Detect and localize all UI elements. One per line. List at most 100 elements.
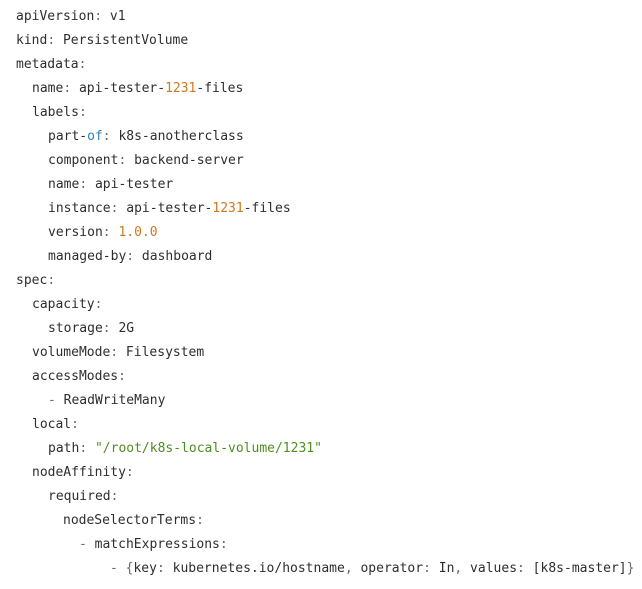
yaml-colon: : [79,177,88,192]
code-line: spec: [16,269,642,293]
yaml-colon: : [71,417,79,432]
code-line: accessModes: [16,365,642,389]
yaml-key: component [48,153,119,168]
yaml-key: nodeSelectorTerms [63,513,197,528]
code-line: local: [16,413,642,437]
yaml-key: version [48,225,103,240]
code-line: version: 1.0.0 [16,221,642,245]
yaml-key: kind [16,33,48,48]
yaml-colon: : [78,57,87,72]
yaml-key: matchExpressions [86,537,220,552]
code-line: name: api-tester-1231-files [16,77,642,101]
yaml-value: PersistentVolume [55,33,189,48]
yaml-key: required [48,489,111,504]
code-line: path: "/root/k8s-local-volume/1231" [16,437,642,461]
yaml-value [87,441,95,456]
yaml-value: api-tester- [71,81,166,96]
code-line: capacity: [16,293,642,317]
code-line: managed-by: dashboard [16,245,642,269]
yaml-value: api-tester [87,177,174,192]
yaml-colon: : [63,81,72,96]
code-line: volumeMode: Filesystem [16,341,642,365]
yaml-number: 1231 [212,201,244,216]
yaml-brace-open: { [117,561,134,576]
yaml-keyword: of [87,129,103,144]
code-line: labels: [16,101,642,125]
yaml-colon: : [94,297,103,312]
yaml-colon: : [102,129,111,144]
yaml-value: 2G [110,321,135,336]
yaml-key: storage [48,321,103,336]
yaml-key: operator [352,561,424,576]
yaml-key: part- [48,129,88,144]
yaml-colon: : [423,561,431,576]
code-line: name: api-tester [16,173,642,197]
yaml-colon: : [79,441,88,456]
code-line: - matchExpressions: [16,533,642,557]
yaml-key: spec [16,273,48,288]
yaml-key: name [48,177,80,192]
yaml-colon: : [156,561,165,576]
code-line: metadata: [16,53,642,77]
yaml-key: path [48,441,80,456]
yaml-value: ReadWriteMany [55,393,166,408]
yaml-number: 1231 [165,81,197,96]
yaml-colon: : [517,561,525,576]
yaml-key: managed-by [48,249,127,264]
yaml-dash: - [79,537,87,552]
yaml-number: 1.0.0 [118,225,158,240]
yaml-colon: : [196,513,204,528]
code-line: component: backend-server [16,149,642,173]
yaml-colon: : [78,105,87,120]
yaml-value: Filesystem [118,345,205,360]
yaml-value: In [430,561,455,576]
yaml-brace-close: } [626,561,635,576]
yaml-colon: : [47,273,56,288]
yaml-value: kubernetes.io/hostname [164,561,345,576]
yaml-comma: , [344,561,353,576]
code-line: instance: api-tester-1231-files [16,197,642,221]
yaml-dash: - [48,393,56,408]
yaml-colon: : [110,201,119,216]
code-line: nodeSelectorTerms: [16,509,642,533]
yaml-colon: : [110,489,119,504]
yaml-colon: : [47,33,56,48]
yaml-dash: - [110,561,118,576]
yaml-value: k8s-anotherclass [110,129,244,144]
yaml-key: name [32,81,64,96]
yaml-key: apiVersion [16,9,95,24]
yaml-value: -files [196,81,244,96]
yaml-key: volumeMode [32,345,111,360]
yaml-key: capacity [32,297,95,312]
yaml-key: labels [32,105,79,120]
yaml-value: dashboard [134,249,213,264]
code-line: apiVersion: v1 [16,5,642,29]
yaml-key: metadata [16,57,79,72]
yaml-colon: : [126,249,135,264]
yaml-comma: , [454,561,463,576]
code-line: - {key: kubernetes.io/hostname, operator… [16,557,642,581]
code-line: part-of: k8s-anotherclass [16,125,642,149]
yaml-key: accessModes [32,369,119,384]
yaml-string: "/root/k8s-local-volume/1231" [94,441,322,456]
yaml-value: backend-server [126,153,244,168]
yaml-colon: : [118,369,126,384]
yaml-colon: : [118,153,127,168]
yaml-value: [k8s-master] [524,561,627,576]
code-line: required: [16,485,642,509]
yaml-colon: : [125,465,134,480]
yaml-key: values [462,561,518,576]
yaml-value: -files [243,201,291,216]
yaml-key: local [32,417,72,432]
yaml-value: api-tester- [118,201,213,216]
yaml-colon: : [102,321,111,336]
yaml-colon: : [219,537,228,552]
code-line: kind: PersistentVolume [16,29,642,53]
yaml-key: nodeAffinity [32,465,126,480]
yaml-colon: : [110,345,119,360]
yaml-colon: : [94,9,103,24]
code-line: storage: 2G [16,317,642,341]
yaml-key: instance [48,201,111,216]
yaml-key: key [133,561,157,576]
